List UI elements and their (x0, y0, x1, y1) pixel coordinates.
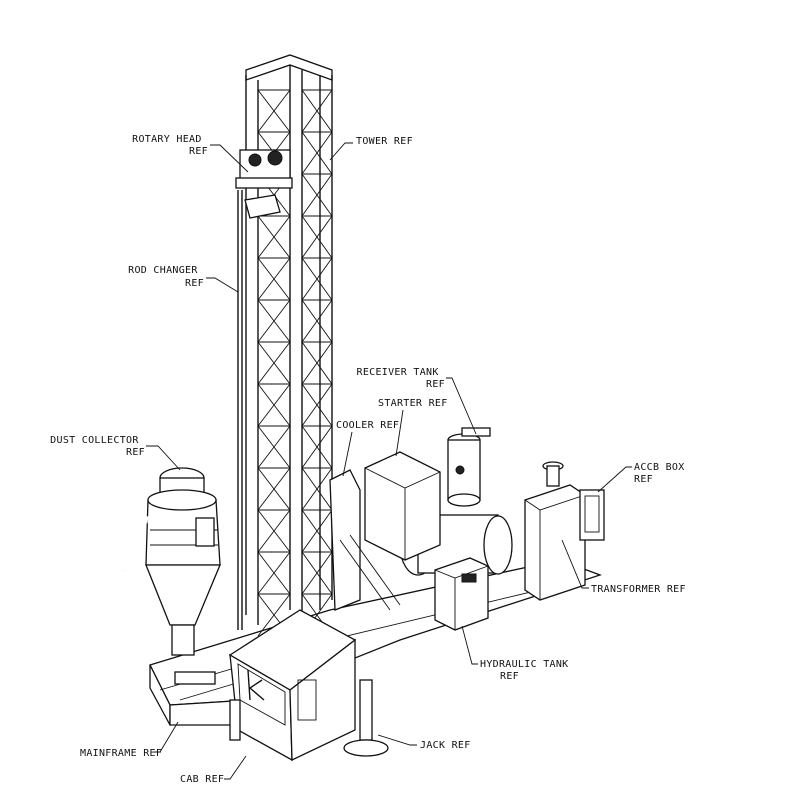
rotary-head (235, 149, 293, 219)
label-jack: JACK REF (420, 740, 471, 751)
tower-brace (301, 173, 333, 217)
tower-brace (257, 341, 291, 385)
label-cab: CAB REF (180, 774, 224, 785)
label-tower: TOWER REF (356, 136, 413, 147)
label-mainframe: MAINFRAME REF (80, 748, 162, 759)
dust-collector (114, 467, 221, 656)
tower-brace (257, 215, 291, 259)
tower-brace (257, 89, 291, 133)
tower-brace (257, 299, 291, 343)
label-receiver-tank: RECEIVER TANK REF (357, 367, 446, 390)
label-transformer: TRANSFORMER REF (591, 584, 686, 595)
receiver-tank (447, 427, 564, 507)
label-dust-collector: DUST COLLECTOR REF (50, 435, 145, 458)
leader-lines (146, 142, 632, 780)
cab (228, 609, 357, 762)
tower-brace (301, 89, 333, 133)
transformer (524, 484, 605, 601)
tower-brace (301, 257, 333, 301)
hydraulic-tank (434, 557, 489, 631)
tower-brace (301, 131, 333, 175)
tower (237, 54, 333, 637)
tower-brace (301, 383, 333, 427)
label-hydraulic-tank: HYDRAULIC TANK REF (480, 659, 575, 682)
label-rod-changer: ROD CHANGER REF (128, 265, 204, 289)
tower-brace (301, 467, 333, 511)
tower-brace (257, 425, 291, 469)
tower-brace (257, 551, 291, 595)
starter-box (364, 451, 441, 561)
tower-brace (257, 467, 291, 511)
cooler (329, 469, 513, 611)
tower-brace (301, 425, 333, 469)
label-rotary-head: ROTARY HEAD REF (132, 134, 208, 157)
tower-brace (301, 509, 333, 553)
jack (229, 679, 389, 757)
label-starter: STARTER REF (378, 398, 448, 409)
label-accb-box: ACCB BOX REF (634, 462, 691, 485)
tower-brace (301, 215, 333, 259)
tower-brace (257, 383, 291, 427)
tower-brace (257, 593, 291, 637)
tower-brace (301, 299, 333, 343)
label-cooler: COOLER REF (336, 420, 399, 431)
tower-brace (257, 257, 291, 301)
tower-brace (301, 551, 333, 595)
tower-brace (301, 341, 333, 385)
tower-brace (257, 509, 291, 553)
